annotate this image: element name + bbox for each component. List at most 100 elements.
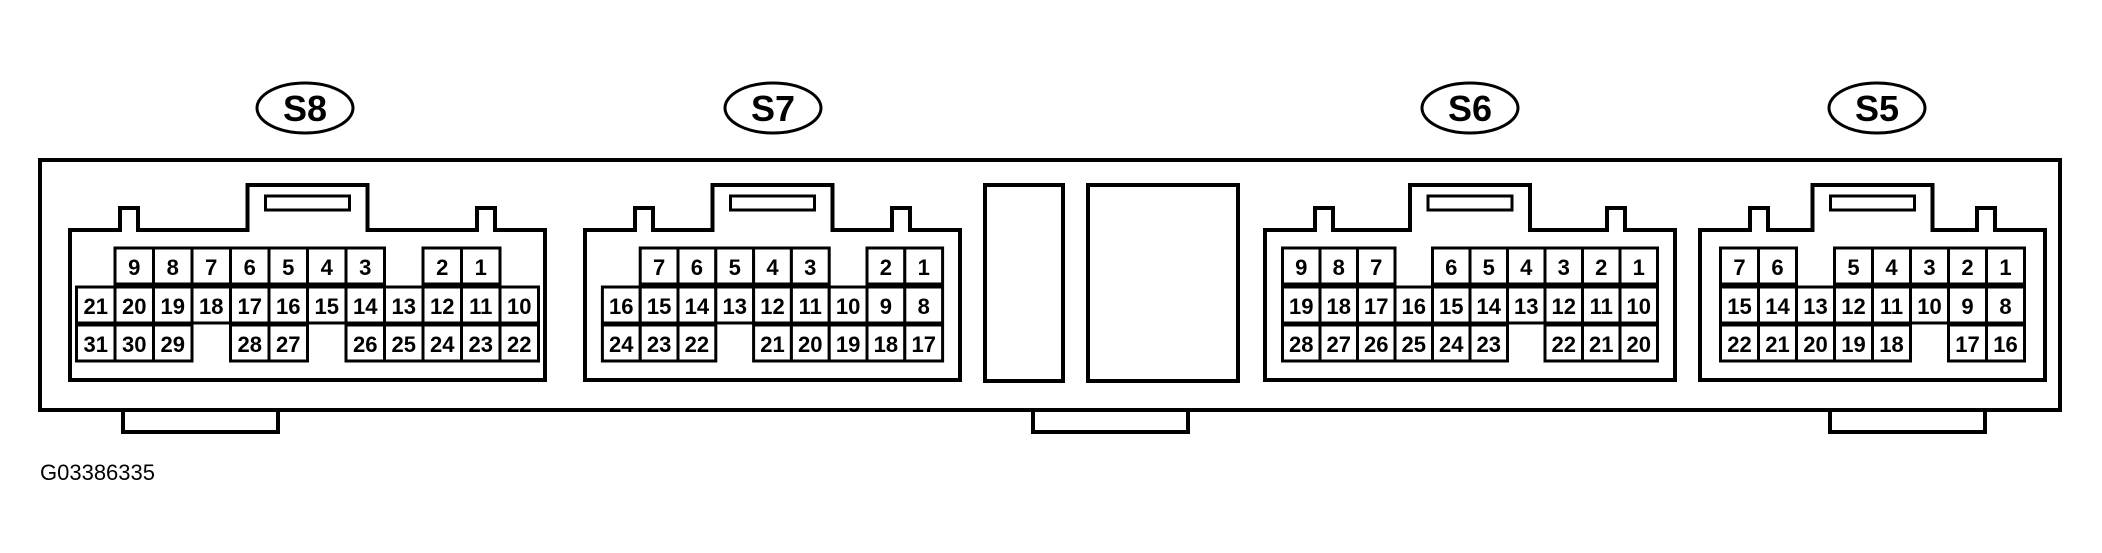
pin-number: 11 [1880, 294, 1903, 319]
pin-number: 19 [836, 332, 860, 357]
pin-number: 8 [1999, 294, 2011, 319]
pin-cell [1719, 285, 1760, 325]
pin-cell [498, 285, 540, 325]
pin-number: 7 [653, 255, 665, 280]
pin-number: 1 [475, 255, 487, 280]
pin-number: 6 [1771, 255, 1783, 280]
pin-cell [344, 323, 386, 363]
pin-number: 29 [161, 332, 185, 357]
pin-number: 24 [430, 332, 455, 357]
mount-tab-right [1828, 408, 1987, 434]
pin-number: 21 [760, 332, 784, 357]
pin-cell [676, 246, 718, 286]
pin-cell [152, 246, 194, 286]
pin-cell [383, 285, 425, 325]
pin-number: 9 [1295, 255, 1307, 280]
pin-cell [1871, 246, 1912, 286]
pin-cell [1356, 246, 1397, 286]
pin-cell [421, 285, 463, 325]
pin-number: 4 [1520, 255, 1533, 280]
pin-number: 3 [1923, 255, 1935, 280]
pin-cell [1757, 246, 1798, 286]
pin-cell [1985, 246, 2026, 286]
pin-number: 10 [1917, 294, 1941, 319]
pin-cell [1947, 323, 1988, 363]
pin-cell [1719, 246, 1760, 286]
pin-number: 24 [609, 332, 634, 357]
pin-cell [600, 323, 642, 363]
pin-number: 1 [1999, 255, 2011, 280]
pin-number: 26 [1364, 332, 1388, 357]
connector-label-oval [1420, 81, 1520, 135]
pin-cell [383, 323, 425, 363]
connector-label: S8 [283, 88, 327, 129]
pin-number: 25 [392, 332, 416, 357]
pin-number: 4 [766, 255, 779, 280]
pin-number: 18 [199, 294, 223, 319]
pin-number: 7 [1733, 255, 1745, 280]
pin-number: 1 [1633, 255, 1645, 280]
pin-number: 22 [1727, 332, 1751, 357]
pin-number: 15 [1727, 294, 1751, 319]
figure-id: G03386335 [40, 460, 155, 485]
pin-number: 2 [436, 255, 448, 280]
pin-number: 18 [1879, 332, 1903, 357]
pin-cell [1618, 323, 1659, 363]
pin-cell [903, 323, 945, 363]
pin-number: 27 [276, 332, 300, 357]
pin-number: 9 [128, 255, 140, 280]
pin-cell [865, 323, 907, 363]
pin-number: 9 [1961, 294, 1973, 319]
pin-number: 30 [122, 332, 146, 357]
pin-cell [306, 285, 348, 325]
pin-number: 3 [359, 255, 371, 280]
pin-number: 22 [1552, 332, 1576, 357]
pin-number: 23 [1477, 332, 1501, 357]
pin-number: 11 [799, 294, 822, 319]
pin-cell [827, 285, 869, 325]
pin-number: 18 [1327, 294, 1351, 319]
pin-cell [1795, 323, 1836, 363]
pin-number: 21 [1765, 332, 1789, 357]
pin-cell [1318, 285, 1359, 325]
pin-cell [676, 323, 718, 363]
pin-cell [1281, 285, 1322, 325]
pin-number: 12 [1552, 294, 1576, 319]
pin-cell [460, 285, 502, 325]
pin-number: 14 [685, 294, 710, 319]
pin-cell [1985, 323, 2026, 363]
pin-number: 7 [205, 255, 217, 280]
pin-cell [1985, 285, 2026, 325]
pin-cell [789, 246, 831, 286]
pin-cell [152, 323, 194, 363]
pin-number: 22 [685, 332, 709, 357]
pin-number: 31 [84, 332, 108, 357]
pin-number: 12 [430, 294, 454, 319]
pin-cell [1833, 323, 1874, 363]
pin-cell [752, 285, 793, 325]
pin-number: 14 [353, 294, 378, 319]
pin-cell [267, 323, 309, 363]
pin-number: 5 [282, 255, 294, 280]
pin-cell [1871, 323, 1912, 363]
pin-number: 18 [874, 332, 898, 357]
pin-number: 23 [647, 332, 671, 357]
pin-cell [267, 246, 309, 286]
pin-number: 12 [760, 294, 784, 319]
pin-number: 10 [836, 294, 860, 319]
pin-number: 6 [691, 255, 703, 280]
pin-number: 12 [1841, 294, 1865, 319]
pin-number: 11 [469, 294, 492, 319]
pin-number: 17 [1364, 294, 1388, 319]
pin-cell [1543, 323, 1584, 363]
pin-number: 10 [507, 294, 531, 319]
pin-cell [1431, 246, 1472, 286]
pin-cell [267, 285, 309, 325]
pin-number: 13 [1803, 294, 1827, 319]
pin-number: 13 [1514, 294, 1538, 319]
pin-cell [1618, 246, 1659, 286]
pin-cell [306, 246, 348, 286]
pin-number: 19 [1841, 332, 1865, 357]
pin-number: 23 [469, 332, 493, 357]
pin-cell [752, 246, 793, 286]
